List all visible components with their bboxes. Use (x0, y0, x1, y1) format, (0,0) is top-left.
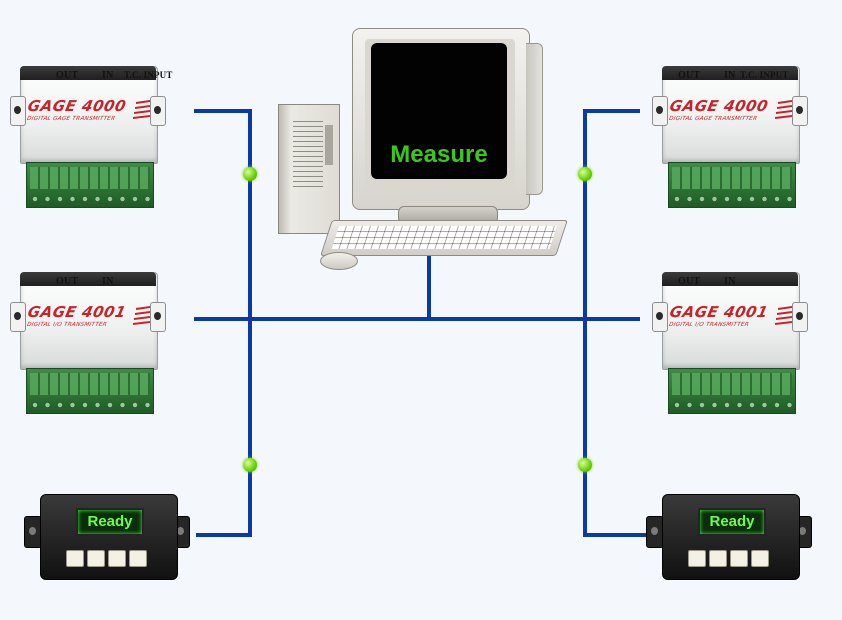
node-right-lower (578, 458, 592, 472)
label-out: OUT (678, 276, 701, 287)
mount-ear-right (150, 96, 166, 126)
node-right-upper (578, 167, 592, 181)
model-name: GAGE 4000 (26, 97, 128, 115)
module-gage-4000-left: OUT IN T.C. INPUT GAGE 4000 DIGITAL GAGE… (10, 66, 172, 216)
display-button-2[interactable] (709, 550, 727, 567)
tower-vents (293, 121, 323, 191)
display-screen: Ready (698, 508, 766, 536)
module-gage-4000-right: OUT IN T.C. INPUT GAGE 4000 DIGITAL GAGE… (652, 66, 808, 216)
display-button-2[interactable] (87, 550, 105, 567)
label-tc-input: T.C. INPUT (740, 70, 789, 80)
label-tc-input: T.C. INPUT (124, 70, 173, 80)
label-in: IN (724, 276, 736, 287)
mount-ear-right (792, 96, 808, 126)
display-button-1[interactable] (66, 550, 84, 567)
model-name: GAGE 4001 (668, 303, 770, 321)
link-left-top (194, 109, 252, 537)
display-button-4[interactable] (751, 550, 769, 567)
module-case (662, 66, 800, 164)
module-gage-4001-right: OUT IN GAGE 4001 DIGITAL I/O TRANSMITTER (652, 272, 808, 422)
module-topbar (20, 272, 156, 286)
screen-label: Measure (390, 141, 488, 168)
monitor-side (526, 43, 543, 195)
monitor: Measure (352, 28, 543, 210)
monitor-bezel: Measure (365, 39, 515, 189)
mouse (320, 252, 358, 270)
display-button-3[interactable] (108, 550, 126, 567)
terminal-block (668, 368, 796, 414)
computer-tower (278, 104, 340, 234)
display-left: Ready (24, 494, 190, 580)
monitor-screen: Measure (371, 43, 507, 179)
model-subtitle: DIGITAL GAGE TRANSMITTER (668, 116, 758, 122)
display-body (662, 494, 800, 580)
module-case (662, 272, 800, 370)
display-text: Ready (709, 513, 755, 530)
mount-ear-left (10, 96, 26, 126)
node-left-lower (243, 458, 257, 472)
model-subtitle: DIGITAL I/O TRANSMITTER (26, 322, 108, 328)
logo-stripes (774, 306, 792, 325)
display-button-4[interactable] (129, 550, 147, 567)
link-right (583, 109, 646, 537)
terminal-block (668, 162, 796, 208)
terminal-block (26, 368, 154, 414)
terminal-block (26, 162, 154, 208)
mount-ear-left (652, 302, 668, 332)
label-in: IN (102, 70, 114, 81)
model-subtitle: DIGITAL GAGE TRANSMITTER (26, 116, 116, 122)
module-topbar (20, 66, 156, 80)
mount-ear-right (150, 302, 166, 332)
label-out: OUT (56, 276, 79, 287)
label-out: OUT (678, 70, 701, 81)
model-subtitle: DIGITAL I/O TRANSMITTER (668, 322, 750, 328)
mount-ear-left (10, 302, 26, 332)
node-left-upper (243, 167, 257, 181)
model-name: GAGE 4000 (668, 97, 770, 115)
computer: Measure (268, 20, 568, 270)
model-name: GAGE 4001 (26, 303, 128, 321)
keyboard-keys (331, 226, 557, 249)
display-text: Ready (87, 513, 133, 530)
logo-stripes (774, 100, 792, 119)
display-button-1[interactable] (688, 550, 706, 567)
logo-stripes (132, 100, 150, 119)
keyboard (320, 220, 568, 256)
label-in: IN (102, 276, 114, 287)
display-body (40, 494, 178, 580)
drive-slot (325, 125, 333, 165)
label-in: IN (724, 70, 736, 81)
module-gage-4001-left: OUT IN GAGE 4001 DIGITAL I/O TRANSMITTER (10, 272, 166, 422)
mount-ear-right (792, 302, 808, 332)
module-topbar (662, 66, 798, 80)
display-screen: Ready (76, 508, 144, 536)
module-topbar (662, 272, 798, 286)
mount-ear-left (652, 96, 668, 126)
label-out: OUT (56, 70, 79, 81)
display-right: Ready (646, 494, 812, 580)
display-button-3[interactable] (730, 550, 748, 567)
logo-stripes (132, 306, 150, 325)
